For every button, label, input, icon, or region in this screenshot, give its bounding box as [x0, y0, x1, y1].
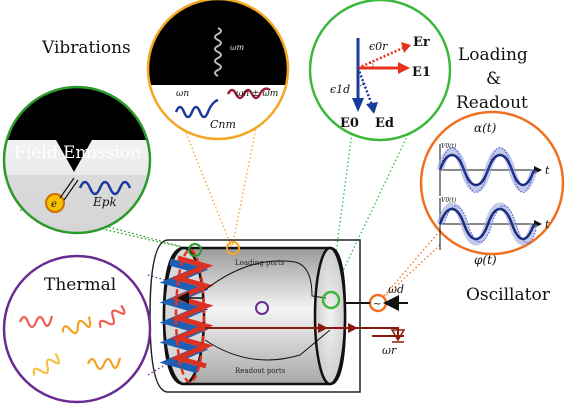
- ed-label: Ed: [375, 116, 394, 131]
- v0-lower-label: V0(t): [441, 197, 457, 204]
- ampersand-title: &: [486, 69, 501, 89]
- phi-t-label: φ(t): [474, 253, 497, 267]
- port-lines: [204, 260, 331, 361]
- oscillator-inset: [419, 110, 565, 256]
- alpha-t-label: α(t): [474, 121, 497, 135]
- electron-label: e: [51, 199, 57, 210]
- omega-d-label: ωd: [388, 283, 404, 296]
- oscillator-title: Oscillator: [466, 285, 551, 305]
- loading-ports-label: Loading ports: [235, 259, 285, 267]
- field-emission-inset: [2, 85, 152, 235]
- readout-line: [205, 323, 406, 343]
- coupling-label: Cnm: [210, 118, 236, 131]
- e0-label: E0: [340, 116, 359, 131]
- vibrations-probe: [226, 241, 240, 255]
- t-axis-lower-label: t: [545, 218, 550, 231]
- omega-m-label: ωm: [230, 43, 245, 52]
- omega-n-label: ωn: [176, 89, 189, 99]
- thermal-title: Thermal: [44, 275, 116, 295]
- field-emission-title: Field Emission: [14, 143, 141, 163]
- loading-title: Loading: [458, 45, 528, 65]
- t-axis-upper-label: t: [545, 164, 550, 177]
- epk-label: Epk: [92, 195, 117, 209]
- field-emission-probe: [188, 243, 202, 257]
- loading-probe: [321, 290, 341, 310]
- eps-1d-label: ϵ1d: [330, 83, 350, 96]
- v0-upper-label: V0(t): [441, 143, 457, 150]
- omega-r-label: ωr: [382, 344, 397, 357]
- eps-0r-label: ϵ0r: [369, 40, 388, 53]
- thermal-probe: [255, 301, 269, 315]
- vibrations-title: Vibrations: [41, 38, 131, 58]
- ac-source-icon: ~: [373, 299, 381, 310]
- thermal-inset: [2, 254, 152, 404]
- readout-ports-label: Readout ports: [235, 367, 286, 375]
- readout-title: Readout: [456, 93, 528, 113]
- coil-winding: [159, 248, 214, 384]
- er-label: Er: [413, 35, 430, 50]
- connector-lines: [19, 109, 446, 376]
- omega-n-pm-label: ωn ± ωm: [236, 89, 278, 99]
- loading-readout-inset: [308, 0, 452, 142]
- e1-label: E1: [412, 65, 431, 80]
